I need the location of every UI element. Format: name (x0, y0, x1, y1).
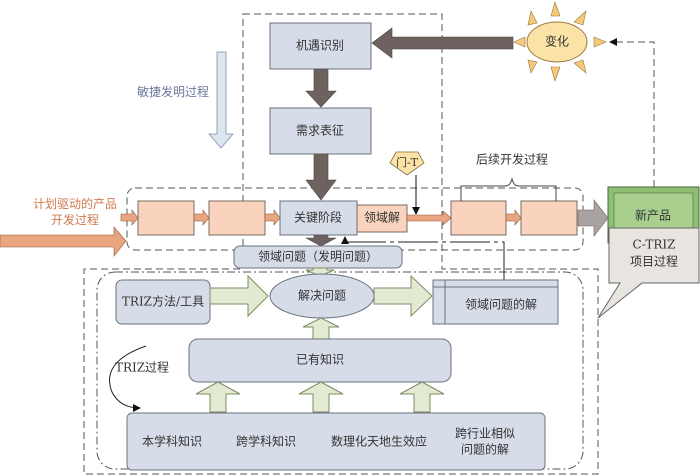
stage-box-4 (520, 200, 578, 236)
triz-tools-label: TRIZ方法/工具 (122, 294, 204, 309)
domain-solution-result-label: 领域问题的解 (465, 297, 537, 312)
k1-label: 本学科知识 (142, 434, 202, 449)
gate-label: 门-T (396, 155, 419, 169)
flow-arrow (406, 210, 452, 226)
stage-box-2 (208, 200, 266, 236)
opportunity-label: 机遇识别 (296, 39, 344, 53)
flow-arrow (505, 209, 522, 226)
agile-frame (83, 13, 599, 475)
ctriz-label-2: 项目过程 (630, 254, 678, 269)
flow-arrow (193, 209, 210, 226)
down-arrow-3 (305, 234, 337, 247)
feedback-dashed-line (609, 38, 655, 187)
plan-label-1: 计划驱动的产品 (33, 196, 117, 211)
k4-label-1: 跨行业相似 (455, 427, 515, 441)
solve-to-solution-arrow (373, 274, 433, 318)
domain-solution-label: 领域解 (364, 211, 400, 225)
down-green-arrow (305, 267, 335, 277)
solution-feedback-line (341, 236, 505, 280)
tools-to-solve-arrow (209, 274, 269, 318)
agile-arrow (208, 51, 234, 149)
new-product-label: 新产品 (635, 208, 671, 223)
flow-arrow (264, 209, 281, 226)
domain-problem-label: 领域问题（发明问题） (258, 249, 378, 264)
solve-label: 解决问题 (298, 289, 346, 303)
existing-knowledge-label: 已有知识 (296, 353, 344, 367)
change-to-opportunity-arrow (371, 27, 514, 59)
agile-label: 敏捷发明过程 (137, 84, 209, 99)
key-stage-box (279, 200, 358, 236)
down-arrow-1 (305, 68, 337, 108)
stage-box-1 (137, 200, 195, 236)
triz-process-label: TRIZ过程 (115, 360, 169, 375)
flow-arrow (120, 209, 139, 226)
change-node (526, 21, 588, 63)
opportunity-box (269, 22, 372, 70)
k3-label: 数理化天地生效应 (331, 434, 427, 449)
ctriz-label-1: C-TRIZ (633, 238, 676, 252)
down-arrow-2 (305, 153, 337, 201)
plan-label-2: 开发过程 (51, 212, 99, 227)
triz-process-curve-arrow (109, 345, 147, 412)
k4-label-2: 问题的解 (461, 442, 509, 457)
k2-label: 跨学科知识 (236, 434, 296, 449)
knowledge-up-arrow (302, 317, 340, 340)
ctriz-callout (597, 227, 700, 319)
up-arrow-k2 (298, 381, 344, 413)
followup-brace (460, 177, 557, 201)
up-arrow-k3 (399, 381, 445, 413)
to-new-product-arrow (577, 199, 609, 237)
requirement-label: 需求表征 (296, 124, 344, 138)
gate-node (389, 151, 425, 176)
up-arrow-k1 (195, 381, 241, 413)
plan-input-arrow (0, 226, 127, 257)
followup-label: 后续开发过程 (476, 152, 548, 167)
change-label: 变化 (545, 34, 569, 49)
key-stage-label: 关键阶段 (294, 210, 342, 225)
stage-box-3 (450, 200, 507, 236)
domain-solution-box (356, 204, 408, 233)
knowledge-sources-box (126, 412, 546, 471)
change-sun-icon (513, 1, 607, 82)
